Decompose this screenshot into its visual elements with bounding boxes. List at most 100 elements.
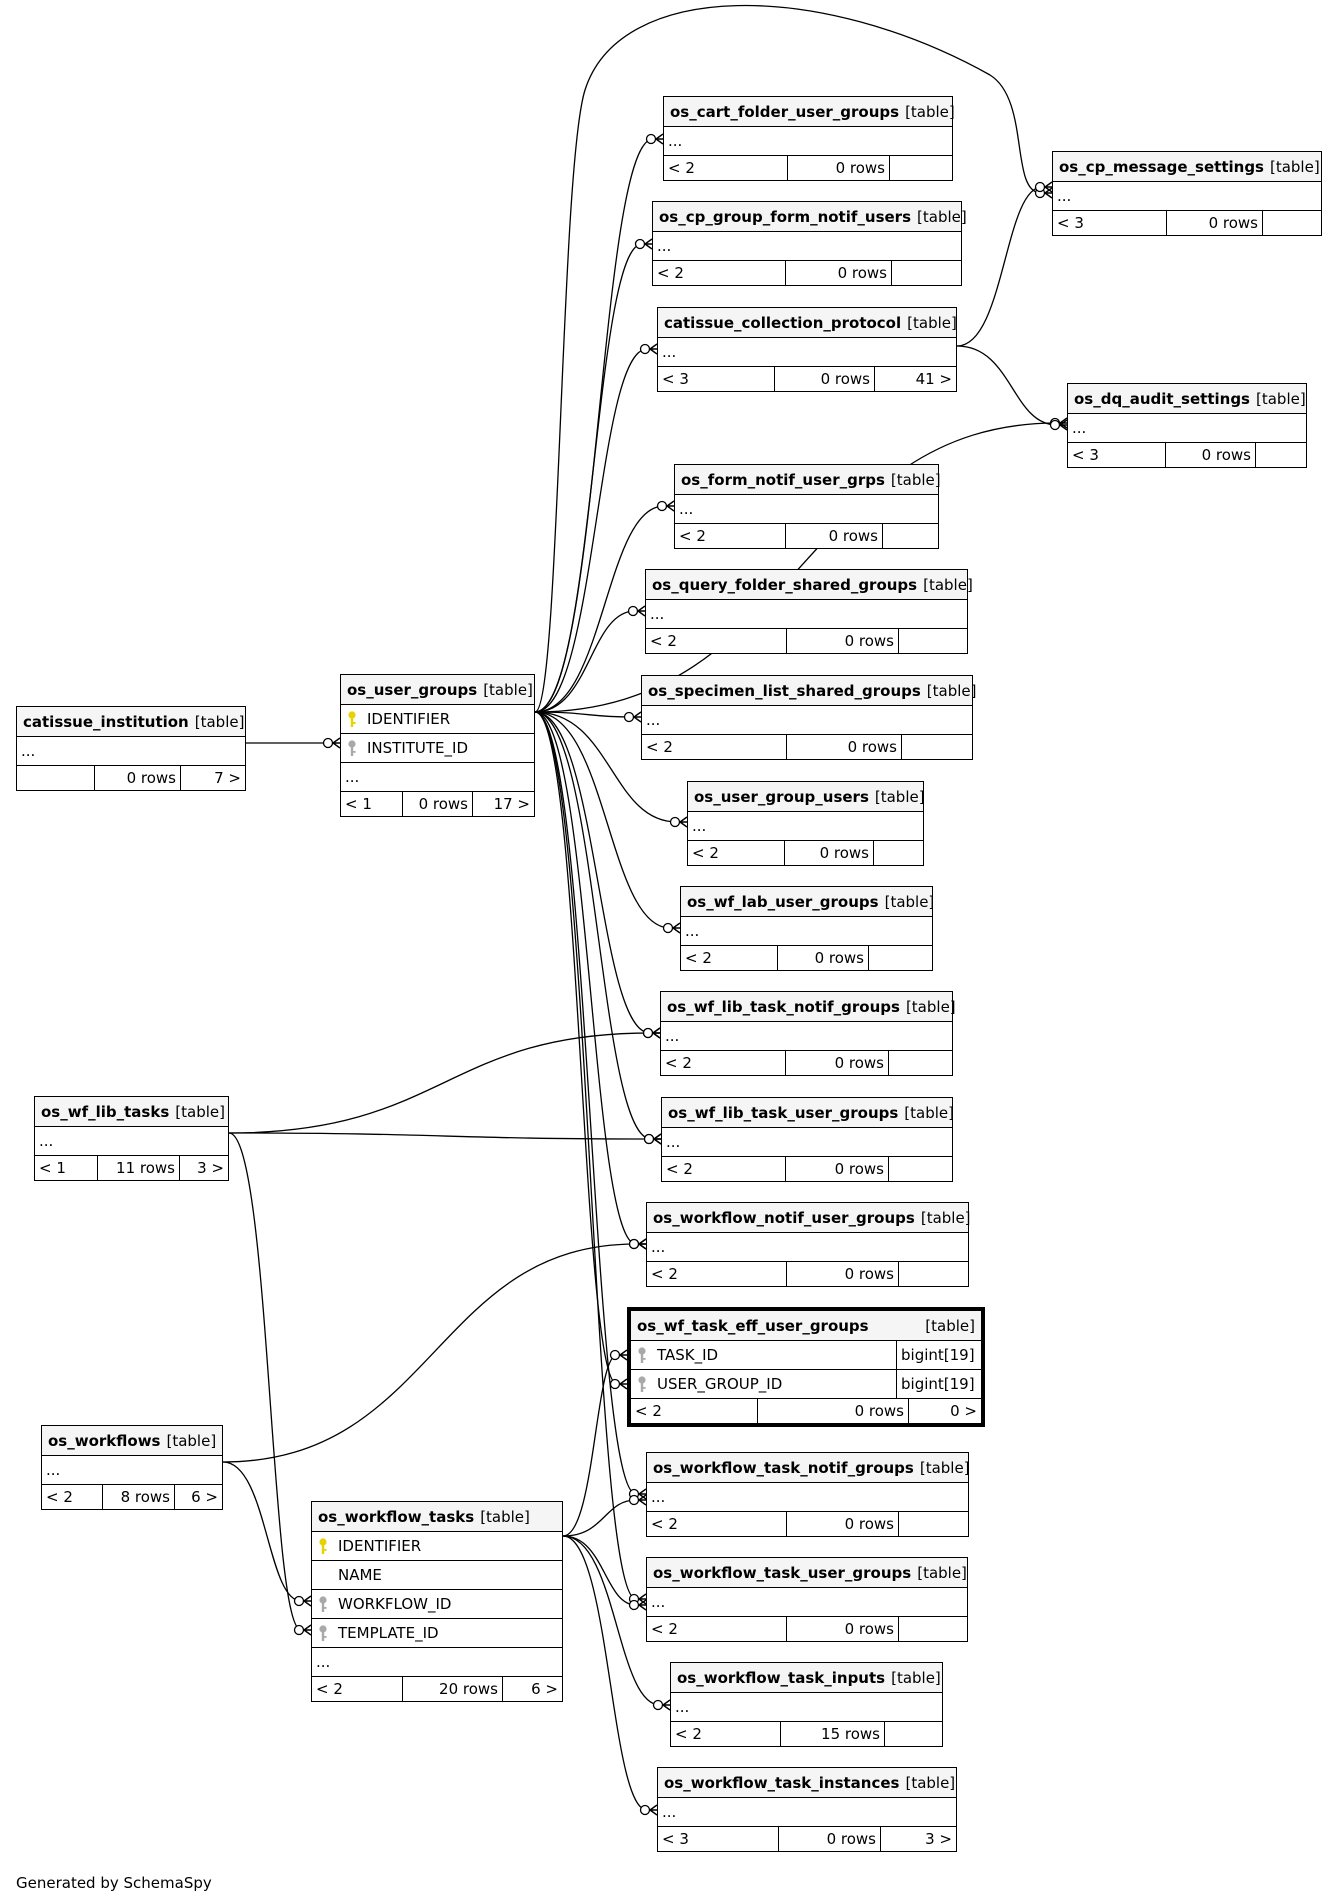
table-header[interactable]: os_cart_folder_user_groups [table]	[664, 97, 955, 127]
child-count[interactable]: 17 >	[493, 795, 530, 813]
table-header[interactable]: os_wf_lab_user_groups [table]	[681, 887, 934, 917]
table-name[interactable]: os_cart_folder_user_groups	[670, 102, 900, 121]
table-header[interactable]: os_form_notif_user_grps [table]	[675, 465, 941, 495]
more-columns[interactable]: ...	[1053, 182, 1321, 211]
child-count[interactable]	[889, 1157, 952, 1181]
child-count[interactable]	[902, 735, 972, 759]
parent-count[interactable]: < 2	[664, 156, 788, 180]
parent-count[interactable]: < 1	[35, 1156, 98, 1180]
parent-count[interactable]: < 2	[688, 841, 785, 865]
more-columns[interactable]: ...	[658, 1798, 956, 1827]
table-header[interactable]: os_workflow_task_notif_groups [table]	[647, 1453, 970, 1483]
table-os-query-folder-shared-groups[interactable]: os_query_folder_shared_groups [table]...…	[645, 569, 973, 654]
more-columns[interactable]: ...	[642, 706, 972, 735]
child-count[interactable]: 6 >	[191, 1488, 218, 1506]
parent-count[interactable]	[17, 766, 95, 790]
table-header[interactable]: os_user_groups [table]	[341, 675, 534, 705]
more-columns[interactable]: ...	[681, 917, 932, 946]
table-name[interactable]: os_specimen_list_shared_groups	[648, 681, 921, 700]
table-os-workflow-task-inputs[interactable]: os_workflow_task_inputs [table]... < 2 1…	[670, 1662, 943, 1747]
column-row[interactable]: TEMPLATE_ID	[312, 1619, 562, 1648]
child-count[interactable]	[899, 629, 967, 653]
more-columns[interactable]: ...	[312, 1648, 562, 1677]
table-os-workflows[interactable]: os_workflows [table]... < 2 8 rows 6 >	[41, 1425, 223, 1510]
child-count[interactable]: 3 >	[197, 1159, 224, 1177]
table-header[interactable]: os_dq_audit_settings [table]	[1068, 384, 1306, 414]
child-count[interactable]	[874, 841, 923, 865]
more-columns[interactable]: ...	[675, 495, 938, 524]
parent-count[interactable]: < 2	[647, 1617, 787, 1641]
table-header[interactable]: os_workflow_notif_user_groups [table]	[647, 1203, 971, 1233]
table-name[interactable]: os_cp_message_settings	[1059, 157, 1264, 176]
child-count[interactable]	[1256, 443, 1306, 467]
table-name[interactable]: os_workflow_task_user_groups	[653, 1563, 912, 1582]
table-os-workflow-task-instances[interactable]: os_workflow_task_instances [table]... < …	[657, 1767, 957, 1852]
table-os-cart-folder-user-groups[interactable]: os_cart_folder_user_groups [table]... < …	[663, 96, 955, 181]
child-count[interactable]: 7 >	[214, 769, 241, 787]
child-count[interactable]	[892, 261, 961, 285]
table-name[interactable]: os_cp_group_form_notif_users	[659, 207, 912, 226]
table-name[interactable]: os_workflow_task_instances	[664, 1773, 900, 1792]
child-count[interactable]	[890, 156, 952, 180]
parent-count[interactable]: < 1	[341, 792, 403, 816]
table-name[interactable]: catissue_institution	[23, 712, 189, 731]
table-header[interactable]: catissue_institution [table]	[17, 707, 245, 737]
table-catissue-institution[interactable]: catissue_institution [table]... 0 rows 7…	[16, 706, 246, 791]
table-os-cp-group-form-notif-users[interactable]: os_cp_group_form_notif_users [table]... …	[652, 201, 967, 286]
table-os-workflow-notif-user-groups[interactable]: os_workflow_notif_user_groups [table]...…	[646, 1202, 971, 1287]
table-header[interactable]: os_specimen_list_shared_groups [table]	[642, 676, 977, 706]
child-count[interactable]	[885, 1722, 942, 1746]
more-columns[interactable]: ...	[688, 812, 923, 841]
table-os-form-notif-user-grps[interactable]: os_form_notif_user_grps [table]... < 2 0…	[674, 464, 941, 549]
table-header[interactable]: os_workflow_task_instances [table]	[658, 1768, 956, 1798]
table-name[interactable]: os_wf_lib_tasks	[41, 1102, 170, 1121]
table-os-user-groups[interactable]: os_user_groups [table] IDENTIFIER INSTIT…	[340, 674, 535, 817]
parent-count[interactable]: < 2	[42, 1485, 103, 1509]
parent-count[interactable]: < 2	[671, 1722, 781, 1746]
table-os-specimen-list-shared-groups[interactable]: os_specimen_list_shared_groups [table]..…	[641, 675, 977, 760]
table-name[interactable]: catissue_collection_protocol	[664, 313, 902, 332]
parent-count[interactable]: < 3	[658, 367, 775, 391]
parent-count[interactable]: < 2	[647, 1262, 787, 1286]
table-header[interactable]: catissue_collection_protocol [table]	[658, 308, 957, 338]
more-columns[interactable]: ...	[662, 1128, 952, 1157]
table-header[interactable]: os_user_group_users [table]	[688, 782, 925, 812]
table-os-wf-task-eff-user-groups[interactable]: os_wf_task_eff_user_groups [table] TASK_…	[627, 1307, 985, 1427]
table-header[interactable]: os_wf_lib_task_notif_groups [table]	[661, 992, 956, 1022]
table-os-cp-message-settings[interactable]: os_cp_message_settings [table]... < 3 0 …	[1052, 151, 1322, 236]
table-catissue-collection-protocol[interactable]: catissue_collection_protocol [table]... …	[657, 307, 957, 392]
child-count[interactable]	[899, 1617, 967, 1641]
table-header[interactable]: os_query_folder_shared_groups [table]	[646, 570, 973, 600]
column-row[interactable]: INSTITUTE_ID	[341, 734, 534, 763]
table-header[interactable]: os_workflows [table]	[42, 1426, 222, 1456]
child-count[interactable]	[869, 946, 932, 970]
more-columns[interactable]: ...	[35, 1127, 228, 1156]
parent-count[interactable]: < 2	[661, 1051, 786, 1075]
table-name[interactable]: os_wf_lib_task_user_groups	[668, 1103, 899, 1122]
more-columns[interactable]: ...	[647, 1483, 968, 1512]
child-count[interactable]	[899, 1512, 968, 1536]
more-columns[interactable]: ...	[653, 232, 961, 261]
column-row[interactable]: IDENTIFIER	[341, 705, 534, 734]
table-os-dq-audit-settings[interactable]: os_dq_audit_settings [table]... < 3 0 ro…	[1067, 383, 1307, 468]
child-count[interactable]	[889, 1051, 952, 1075]
table-header[interactable]: os_cp_group_form_notif_users [table]	[653, 202, 967, 232]
table-name[interactable]: os_workflow_notif_user_groups	[653, 1208, 915, 1227]
parent-count[interactable]: < 2	[312, 1677, 403, 1701]
child-count[interactable]	[883, 524, 938, 548]
parent-count[interactable]: < 2	[681, 946, 778, 970]
table-name[interactable]: os_workflow_task_notif_groups	[653, 1458, 914, 1477]
table-header[interactable]: os_workflow_tasks [table]	[312, 1502, 562, 1532]
parent-count[interactable]: < 3	[1053, 211, 1167, 235]
more-columns[interactable]: ...	[671, 1693, 942, 1722]
table-name[interactable]: os_dq_audit_settings	[1074, 389, 1250, 408]
parent-count[interactable]: < 3	[658, 1827, 779, 1851]
table-name[interactable]: os_workflow_task_inputs	[677, 1668, 886, 1687]
column-row[interactable]: NAME	[312, 1561, 562, 1590]
table-name[interactable]: os_user_group_users	[694, 787, 869, 806]
table-header[interactable]: os_wf_task_eff_user_groups [table]	[631, 1311, 981, 1341]
table-header[interactable]: os_cp_message_settings [table]	[1053, 152, 1321, 182]
more-columns[interactable]: ...	[42, 1456, 222, 1485]
table-name[interactable]: os_workflow_tasks	[318, 1507, 475, 1526]
more-columns[interactable]: ...	[647, 1588, 967, 1617]
